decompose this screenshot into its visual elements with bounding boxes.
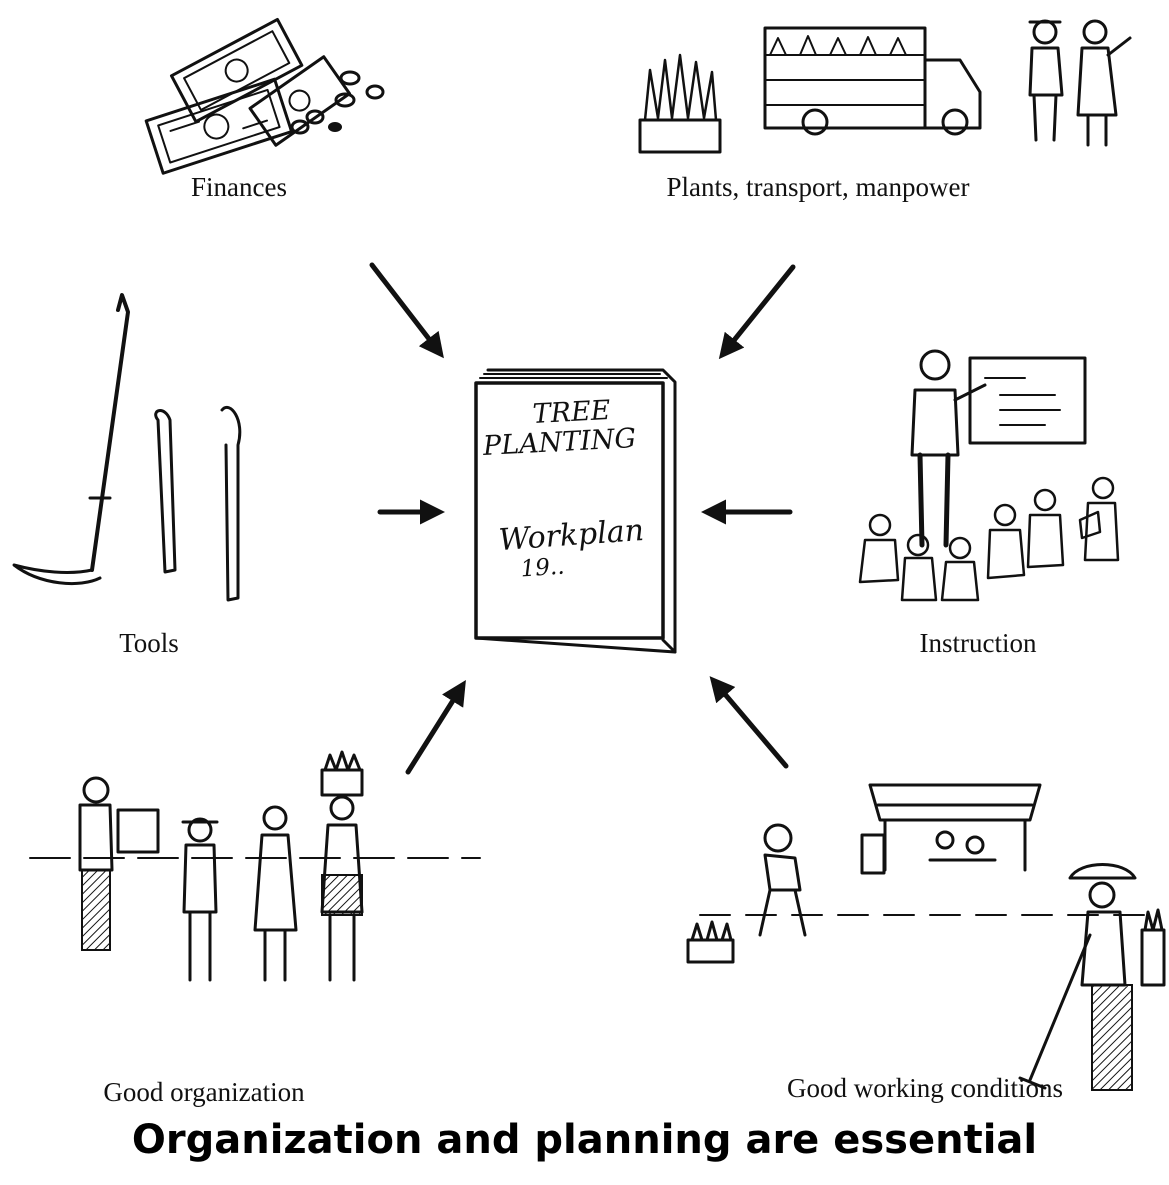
label-good-working-conditions: Good working conditions [787,1073,1063,1103]
workers-illustration [1028,19,1132,147]
arrows [369,262,796,775]
label-tools: Tools [119,628,179,658]
arrow-organization [405,679,466,775]
book-title-line2: PLANTING [481,423,637,462]
label-plants-transport-manpower: Plants, transport, manpower [666,172,970,202]
label-good-organization: Good organization [103,1077,305,1107]
label-instruction: Instruction [919,628,1037,658]
arrow-plants [718,264,796,360]
book-title-line1: TREE [532,395,612,430]
book-subtitle-line1: Workplan [498,513,645,558]
arrow-working-conditions [709,676,789,769]
money-illustration [144,17,385,175]
label-finances: Finances [191,172,287,202]
tools-illustration [12,293,242,602]
book-subtitle-line2: 19.. [520,554,566,583]
seedling-box-illustration [638,53,722,154]
organization-illustration [29,750,481,982]
truck-icon [763,26,982,136]
workplan-book [474,368,677,654]
figure-caption: Organization and planning are essential [131,1117,1038,1163]
working-conditions-illustration [686,783,1166,1091]
arrow-finances [369,262,444,359]
instruction-illustration [858,349,1120,602]
